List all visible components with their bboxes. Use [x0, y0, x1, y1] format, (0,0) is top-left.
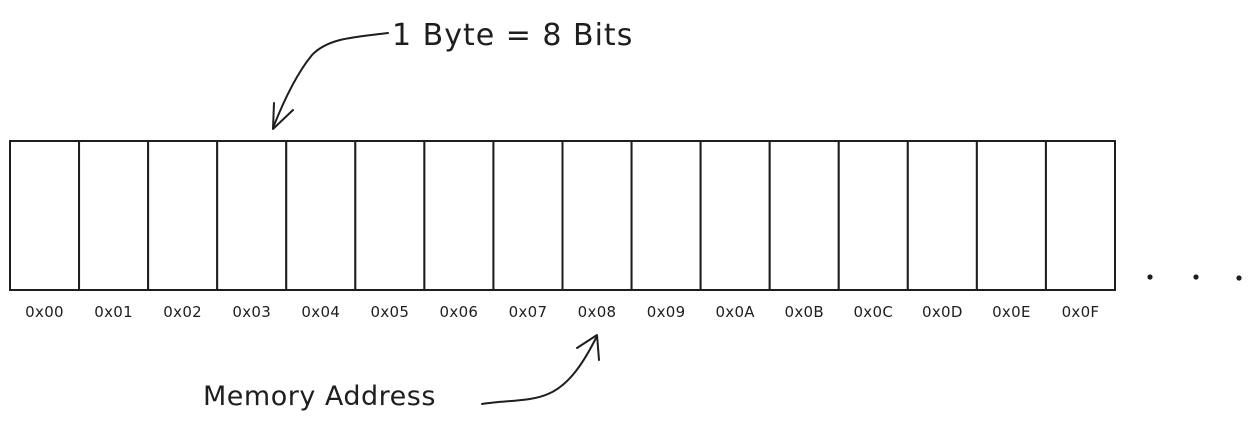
memory-address-0x03: 0x03	[232, 303, 271, 321]
memory-address-0x0b: 0x0B	[784, 303, 823, 321]
memory-address-0x0c: 0x0C	[853, 303, 893, 321]
memory-byte-cell	[906, 140, 978, 291]
memory-byte-cell	[285, 140, 357, 291]
memory-byte-cell	[699, 140, 771, 291]
title-arrowhead	[272, 102, 294, 130]
memory-byte-cell	[1044, 140, 1116, 291]
address-arrow	[481, 335, 598, 405]
memory-address-0x05: 0x05	[370, 303, 409, 321]
memory-address-0x0e: 0x0E	[992, 303, 1031, 321]
memory-address-labels: 0x00 0x01 0x02 0x03 0x04 0x05 0x06 0x07 0x08 0x09…	[25, 303, 1099, 321]
memory-byte-cell	[147, 140, 219, 291]
memory-address-0x08: 0x08	[578, 303, 617, 321]
memory-address-0x00: 0x00	[25, 303, 64, 321]
memory-byte-cell	[492, 140, 564, 291]
memory-byte-cell	[216, 140, 288, 291]
memory-address-0x06: 0x06	[440, 303, 479, 321]
continuation-ellipsis	[1147, 274, 1242, 281]
ellipsis-dot	[1193, 274, 1199, 280]
ellipsis-dot	[1147, 274, 1153, 280]
memory-address-0x09: 0x09	[647, 303, 686, 321]
memory-byte-cell	[630, 140, 702, 291]
memory-byte-cell	[78, 140, 150, 291]
memory-address-0x0a: 0x0A	[715, 303, 755, 321]
memory-address-0x02: 0x02	[163, 303, 202, 321]
byte-definition-label: 1 Byte = 8 Bits	[392, 18, 633, 53]
memory-address-0x04: 0x04	[301, 303, 340, 321]
memory-address-0x01: 0x01	[94, 303, 133, 321]
memory-byte-cell	[423, 140, 495, 291]
memory-byte-cell	[768, 140, 840, 291]
address-arrowhead	[576, 334, 600, 361]
memory-byte-cell	[9, 140, 81, 291]
memory-address-0x07: 0x07	[509, 303, 548, 321]
memory-cells	[9, 140, 1116, 291]
memory-address-0x0f: 0x0F	[1062, 303, 1100, 321]
ellipsis-dot	[1236, 275, 1242, 281]
memory-byte-cell	[354, 140, 426, 291]
memory-address-label: Memory Address	[203, 381, 436, 412]
memory-byte-cell	[975, 140, 1047, 291]
title-arrow	[272, 32, 389, 129]
memory-byte-cell	[561, 140, 633, 291]
memory-byte-cell	[837, 140, 909, 291]
memory-address-0x0d: 0x0D	[922, 303, 963, 321]
